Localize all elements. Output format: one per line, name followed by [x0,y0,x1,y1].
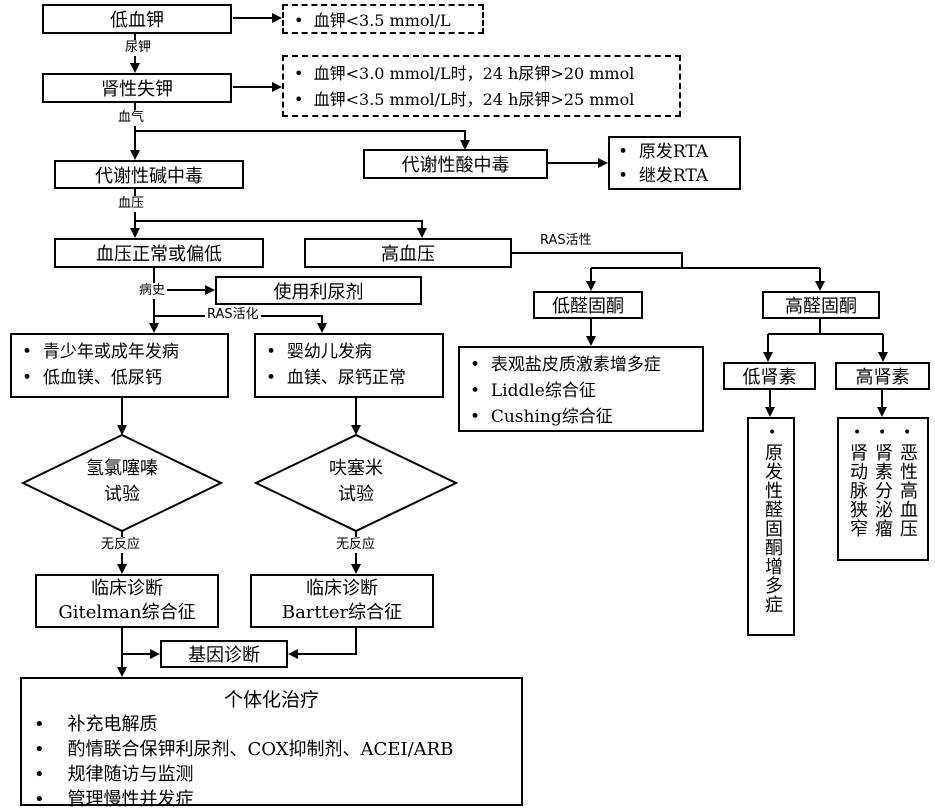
node-gene-dx: 基因诊断 [160,640,288,668]
edge-to-acidosis [135,130,470,150]
node-met-acidosis: 代谢性酸中毒 [363,149,548,179]
note-renal-criteria: 血钾<3.0 mmol/L时，24 h尿钾>20 mmol 血钾<3.5 mmo… [282,55,681,117]
infant-labs: 血镁、尿钙正常 [266,365,432,391]
label-ras-activity: RAS活性 [538,233,594,249]
high-renin-cause-renal-artery-stenosis: 肾动脉狭窄 [847,443,868,538]
node-gitelman: 临床诊断 Gitelman综合征 [35,574,219,628]
low-aldo-cause-cushing: Cushing综合征 [470,404,692,430]
label-ras-activation: RAS活化 [205,307,261,323]
node-hypertension: 高血压 [304,238,512,268]
renal-criteria-1: 血钾<3.0 mmol/L时，24 h尿钾>20 mmol [294,61,669,87]
high-renin-cause-malignant-htn: 恶性高血压 [897,443,918,538]
node-renal-loss: 肾性失钾 [42,73,232,103]
edge-to-hypertension [135,220,427,238]
bartter-line1: 临床诊断 [306,578,378,599]
node-bp-normal-low: 血压正常或偏低 [54,238,264,268]
low-aldo-cause-ame: 表观盐皮质激素增多症 [470,352,692,378]
treatment-title: 个体化治疗 [223,689,319,711]
note-k-threshold: 血钾<3.5 mmol/L [282,4,484,34]
label-urine-k: 尿钾 [123,40,154,56]
treatment-item-followup: 规律随访与监测 [22,762,521,787]
list-infant: 婴幼儿发病 血镁、尿钙正常 [254,333,444,398]
box-high-renin-causes: • • • 恶性高血压 肾素分泌瘤 肾动脉狭窄 [837,417,929,561]
node-bartter: 临床诊断 Bartter综合征 [250,574,434,628]
list-low-aldo-causes: 表观盐皮质激素增多症 Liddle综合征 Cushing综合征 [458,346,704,432]
node-diuretic-use: 使用利尿剂 [215,276,422,305]
gitelman-line2: Gitelman综合征 [58,602,196,623]
rta-primary: 原发RTA [618,140,731,164]
low-renin-cause-text: 原发性醛固酮增多症 [762,443,783,614]
treatment-item-medications: 酌情联合保钾利尿剂、COX抑制剂、ACEI/ARB [22,737,521,762]
thiazide-test-diamond [20,433,224,533]
teen-adult-onset: 青少年或成年发病 [22,339,217,365]
node-high-aldo: 高醛固酮 [762,291,880,319]
node-high-renin: 高肾素 [835,362,930,390]
furosemide-test-line2: 试验 [338,484,374,505]
node-low-aldo: 低醛固酮 [533,291,643,319]
gitelman-line1: 临床诊断 [91,578,163,599]
label-blood-gas: 血气 [116,110,147,126]
node-hypokalemia: 低血钾 [42,4,232,34]
edge-bartter-gene [288,628,357,659]
label-history: 病史 [137,283,168,299]
list-teen-adult: 青少年或成年发病 低血镁、低尿钙 [10,333,229,398]
label-no-response-left: 无反应 [99,537,143,553]
furosemide-test-label: 呋塞米 试验 [296,456,416,508]
node-met-alkalosis: 代谢性碱中毒 [54,160,244,189]
renal-criteria-2: 血钾<3.5 mmol/L时，24 h尿钾>25 mmol [294,87,669,113]
node-low-renin: 低肾素 [723,362,816,390]
bartter-line2: Bartter综合征 [281,602,403,623]
label-blood-pressure: 血压 [116,196,147,212]
high-renin-cause-renin-tumor: 肾素分泌瘤 [872,443,893,538]
teen-adult-labs: 低血镁、低尿钙 [22,365,217,391]
furosemide-test-diamond [253,433,459,533]
thiazide-test-label: 氢氯噻嗪 试验 [62,456,182,508]
thiazide-test-line1: 氢氯噻嗪 [86,458,158,479]
low-aldo-cause-liddle: Liddle综合征 [470,378,692,404]
note-k-threshold-text: 血钾<3.5 mmol/L [294,7,451,31]
treatment-box: 个体化治疗 补充电解质 酌情联合保钾利尿剂、COX抑制剂、ACEI/ARB 规律… [20,677,523,810]
edge-htn-ras [512,252,683,268]
rta-secondary: 继发RTA [618,164,731,188]
treatment-item-complications: 管理慢性并发症 [22,787,521,812]
infant-onset: 婴幼儿发病 [266,339,432,365]
thiazide-test-line2: 试验 [104,484,140,505]
edge-gitelman-gene [121,628,160,659]
treatment-item-electrolytes: 补充电解质 [22,712,521,737]
furosemide-test-line1: 呋塞米 [329,458,383,479]
box-low-renin-cause: • 原发性醛固酮增多症 [747,417,795,636]
label-no-response-right: 无反应 [334,537,378,553]
list-rta: 原发RTA 继发RTA [608,136,741,190]
